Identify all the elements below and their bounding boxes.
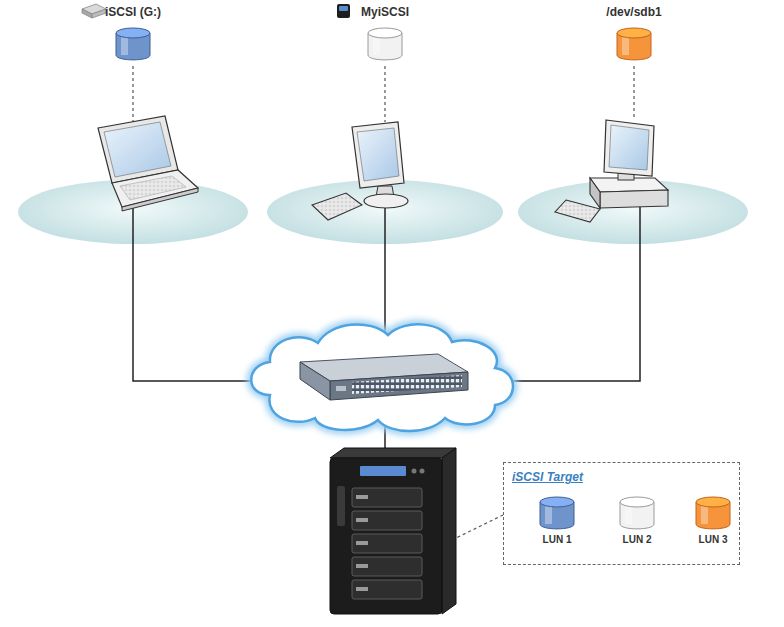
bay-handle xyxy=(356,541,368,545)
switch-front xyxy=(330,372,468,400)
bay-handle xyxy=(356,518,368,522)
drive-bay xyxy=(352,557,422,576)
bay-handle xyxy=(356,564,368,568)
drive-icon xyxy=(82,9,92,18)
nas-top xyxy=(330,448,456,458)
target-box: iSCSI TargetLUN 1 LUN 2 LUN 3 xyxy=(503,462,740,565)
disk-shape xyxy=(619,497,655,529)
disk-label: iSCSI (G:) xyxy=(105,4,161,20)
dashed-leader xyxy=(132,66,133,122)
disk-top xyxy=(368,28,402,38)
dashed-leader xyxy=(633,66,634,120)
nas-button xyxy=(420,469,425,474)
disk-shape xyxy=(367,28,403,60)
monitor-frame xyxy=(604,120,654,176)
drive-bay xyxy=(352,534,422,553)
disk-shape xyxy=(616,28,652,60)
network-wire xyxy=(508,205,640,381)
drive-bay xyxy=(352,511,422,530)
dashed-leader xyxy=(452,515,503,540)
nas-panel xyxy=(337,486,345,526)
drive-bay xyxy=(352,580,422,599)
lun-node: LUN 2 xyxy=(612,497,662,555)
lun-label: LUN 3 xyxy=(699,534,728,546)
cloud-glow xyxy=(251,324,513,431)
disk-top xyxy=(617,28,651,38)
monitor-stand xyxy=(364,194,408,208)
disk-label: /dev/sdb1 xyxy=(606,4,661,20)
network-wire xyxy=(133,205,262,381)
nas-button xyxy=(412,469,417,474)
disk-top xyxy=(540,497,574,507)
lun-node: LUN 1 xyxy=(532,497,582,555)
keyboard xyxy=(555,200,600,222)
laptop-edge xyxy=(122,188,198,211)
network-wire xyxy=(384,205,386,335)
laptop-screen xyxy=(104,122,171,177)
disk-shape xyxy=(539,497,575,529)
lun-label: LUN 2 xyxy=(623,534,652,546)
drive-icon xyxy=(92,9,106,18)
nas-body xyxy=(330,458,442,614)
keyboard xyxy=(312,193,362,220)
nas-display xyxy=(360,466,406,476)
monitor-screen xyxy=(357,128,399,181)
monitor-frame xyxy=(352,122,404,188)
lun-label: LUN 1 xyxy=(543,534,572,546)
disk-top xyxy=(696,497,730,507)
nas-side xyxy=(442,448,456,614)
switch-side xyxy=(300,362,330,400)
network-cloud xyxy=(251,324,513,431)
drive-icon xyxy=(337,4,350,18)
disk-label: MyiSCSI xyxy=(361,4,409,20)
bay-handle xyxy=(356,495,368,499)
pc-case-front xyxy=(600,190,668,208)
drive-icon xyxy=(339,6,348,11)
disk-node: /dev/sdb1 xyxy=(574,4,694,70)
pc-case-side xyxy=(590,178,600,208)
disk-top xyxy=(620,497,654,507)
monitor-screen xyxy=(609,125,649,170)
bay-handle xyxy=(356,587,368,591)
disk-node: iSCSI (G:) xyxy=(73,4,193,70)
disk-shape xyxy=(695,497,731,529)
switch-ports xyxy=(352,375,462,394)
disk-shape xyxy=(115,28,151,60)
target-title: iSCSI Target xyxy=(512,470,583,484)
disk-node: MyiSCSI xyxy=(325,4,445,70)
drive-bay xyxy=(352,488,422,507)
disk-top xyxy=(116,28,150,38)
switch-led xyxy=(336,386,346,391)
lun-node: LUN 3 xyxy=(688,497,738,555)
dashed-leader xyxy=(384,66,385,122)
